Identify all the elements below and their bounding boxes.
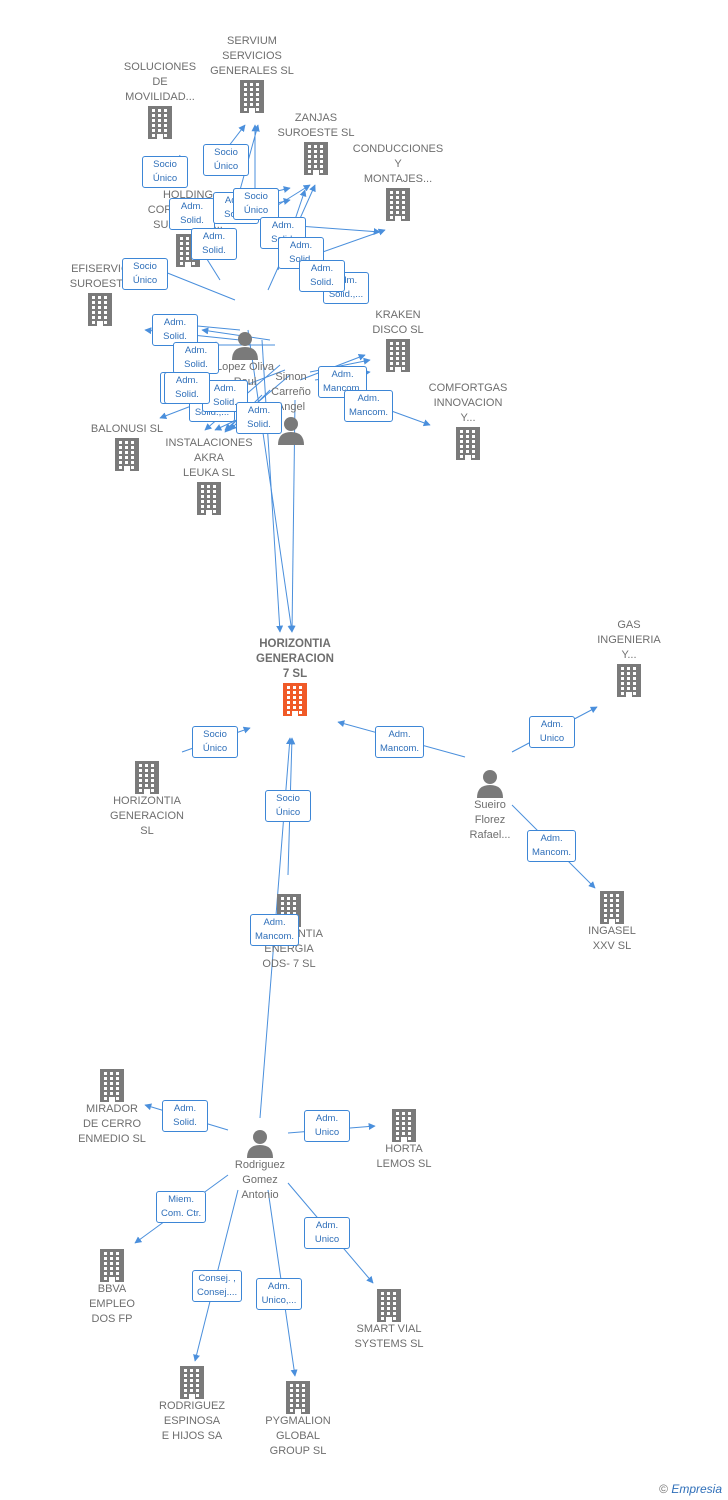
building-icon bbox=[100, 105, 220, 139]
node-rodriguez[interactable]: Rodriguez Gomez Antonio bbox=[200, 1128, 320, 1203]
node-label: Rodriguez Gomez Antonio bbox=[234, 1159, 286, 1201]
empresia-logo[interactable]: Empresia bbox=[671, 1482, 722, 1496]
building-icon bbox=[256, 141, 376, 175]
node-label: HORTA LEMOS SL bbox=[376, 1143, 432, 1170]
node-horta[interactable]: HORTA LEMOS SL bbox=[344, 1108, 464, 1172]
node-label: PYGMALION GLOBAL GROUP SL bbox=[265, 1415, 331, 1457]
node-label: SERVIUM SERVICIOS GENERALES SL bbox=[210, 35, 294, 77]
building-icon bbox=[552, 890, 672, 924]
edge-role-label[interactable]: Adm. Solid. bbox=[236, 402, 282, 434]
node-label: KRAKEN DISCO SL bbox=[372, 309, 424, 336]
node-mirador[interactable]: MIRADOR DE CERRO ENMEDIO SL bbox=[52, 1068, 172, 1147]
node-rhijos[interactable]: RODRIGUEZ ESPINOSA E HIJOS SA bbox=[132, 1365, 252, 1444]
node-ingasel[interactable]: INGASEL XXV SL bbox=[552, 890, 672, 954]
building-icon bbox=[338, 187, 458, 221]
edge-role-label[interactable]: Consej. , Consej.... bbox=[192, 1270, 243, 1302]
edge-role-label[interactable]: Adm. Solid. bbox=[191, 228, 237, 260]
node-akra[interactable]: INSTALACIONES AKRA LEUKA SL bbox=[149, 436, 269, 515]
node-hzgen[interactable]: HORIZONTIA GENERACION SL bbox=[87, 760, 207, 839]
copyright-symbol: © bbox=[659, 1482, 668, 1496]
node-zanjas[interactable]: ZANJAS SUROESTE SL bbox=[256, 111, 376, 175]
node-label: SOLUCIONES DE MOVILIDAD... bbox=[123, 61, 197, 103]
building-icon bbox=[569, 663, 689, 697]
edge-role-label[interactable]: Adm. Solid. bbox=[169, 198, 215, 230]
node-label: MIRADOR DE CERRO ENMEDIO SL bbox=[78, 1103, 146, 1145]
edge-role-label[interactable]: Adm. Mancom. bbox=[250, 914, 300, 946]
edge-role-label[interactable]: Adm. Unico bbox=[304, 1217, 350, 1249]
edge-role-label[interactable]: Adm. Solid. bbox=[162, 1100, 208, 1132]
person-icon bbox=[185, 330, 305, 360]
edge-role-label[interactable]: Adm. Mancom. bbox=[527, 830, 577, 862]
footer-credit: © Empresia bbox=[659, 1482, 722, 1496]
edge-role-label[interactable]: Adm. Mancom. bbox=[344, 390, 394, 422]
node-comfortgas[interactable]: COMFORTGAS INNOVACION Y... bbox=[408, 381, 528, 460]
edge-role-label[interactable]: Adm. Solid. bbox=[173, 342, 219, 374]
node-bbva[interactable]: BBVA EMPLEO DOS FP bbox=[52, 1248, 172, 1327]
edge-role-label[interactable]: Socio Único bbox=[122, 258, 168, 290]
node-soluciones[interactable]: SOLUCIONES DE MOVILIDAD... bbox=[100, 60, 220, 139]
edge-line bbox=[201, 327, 271, 341]
edge-role-label[interactable]: Socio Único bbox=[142, 156, 188, 188]
node-label: SMART VIAL SYSTEMS SL bbox=[354, 1323, 424, 1350]
edge-role-label[interactable]: Adm. Solid. bbox=[164, 372, 210, 404]
building-icon bbox=[52, 1068, 172, 1102]
node-label: GAS INGENIERIA Y... bbox=[597, 619, 661, 661]
person-icon bbox=[231, 415, 351, 445]
building-icon bbox=[87, 760, 207, 794]
node-gas[interactable]: GAS INGENIERIA Y... bbox=[569, 618, 689, 697]
node-label: COMFORTGAS INNOVACION Y... bbox=[428, 382, 508, 424]
building-icon bbox=[408, 426, 528, 460]
building-icon bbox=[192, 79, 312, 113]
node-label: BBVA EMPLEO DOS FP bbox=[89, 1283, 135, 1325]
building-icon bbox=[40, 292, 160, 326]
edge-role-label[interactable]: Socio Único bbox=[233, 188, 279, 220]
building-icon bbox=[67, 437, 187, 471]
edge-role-label[interactable]: Adm. Solid. bbox=[299, 260, 345, 292]
edge-role-label[interactable]: Adm. Mancom. bbox=[375, 726, 425, 758]
node-kraken[interactable]: KRAKEN DISCO SL bbox=[338, 308, 458, 372]
edge-role-label[interactable]: Socio Único bbox=[265, 790, 311, 822]
node-label: ZANJAS SUROESTE SL bbox=[277, 112, 355, 139]
person-icon bbox=[430, 768, 550, 798]
building-icon bbox=[52, 1248, 172, 1282]
edge-role-label[interactable]: Adm. Unico,... bbox=[256, 1278, 302, 1310]
building-icon bbox=[235, 682, 355, 716]
building-icon bbox=[329, 1288, 449, 1322]
node-efiservic[interactable]: EFISERVIC SUROESTE bbox=[40, 262, 160, 326]
node-simon[interactable]: Simon Carreño Angel bbox=[231, 370, 351, 445]
node-label: Sueiro Florez Rafael... bbox=[469, 799, 511, 841]
edge-role-label[interactable]: Adm. Unico bbox=[529, 716, 575, 748]
edge-line bbox=[261, 339, 284, 633]
node-label: HORIZONTIA GENERACION SL bbox=[110, 795, 184, 837]
building-icon bbox=[238, 1380, 358, 1414]
building-icon bbox=[132, 1365, 252, 1399]
node-label: CONDUCCIONES Y MONTAJES... bbox=[352, 143, 444, 185]
node-balonusi[interactable]: BALONUSI SL bbox=[67, 422, 187, 471]
node-label: RODRIGUEZ ESPINOSA E HIJOS SA bbox=[159, 1400, 225, 1442]
person-icon bbox=[200, 1128, 320, 1158]
edge-role-label[interactable]: Socio Único bbox=[203, 144, 249, 176]
node-conducciones[interactable]: CONDUCCIONES Y MONTAJES... bbox=[338, 142, 458, 221]
edge-line bbox=[159, 269, 236, 301]
edge-line bbox=[247, 329, 295, 633]
node-label: Simon Carreño Angel bbox=[271, 371, 311, 413]
building-icon bbox=[338, 338, 458, 372]
edge-role-label[interactable]: Socio Único bbox=[192, 726, 238, 758]
edge-role-label[interactable]: Adm. Unico bbox=[304, 1110, 350, 1142]
node-sueiro[interactable]: Sueiro Florez Rafael... bbox=[430, 768, 550, 843]
node-label: EFISERVIC SUROESTE bbox=[69, 263, 131, 290]
node-label: INSTALACIONES AKRA LEUKA SL bbox=[165, 437, 253, 479]
node-pygmalion[interactable]: PYGMALION GLOBAL GROUP SL bbox=[238, 1380, 358, 1459]
node-hz7[interactable]: HORIZONTIA GENERACION 7 SL bbox=[235, 637, 355, 716]
node-label: HORIZONTIA GENERACION 7 SL bbox=[256, 638, 334, 680]
node-servium[interactable]: SERVIUM SERVICIOS GENERALES SL bbox=[192, 34, 312, 113]
node-label: INGASEL XXV SL bbox=[588, 925, 636, 952]
building-icon bbox=[149, 481, 269, 515]
edge-role-label[interactable]: Miem. Com. Ctr. bbox=[156, 1191, 207, 1223]
node-smart[interactable]: SMART VIAL SYSTEMS SL bbox=[329, 1288, 449, 1352]
building-icon bbox=[344, 1108, 464, 1142]
node-label: BALONUSI SL bbox=[90, 423, 164, 435]
